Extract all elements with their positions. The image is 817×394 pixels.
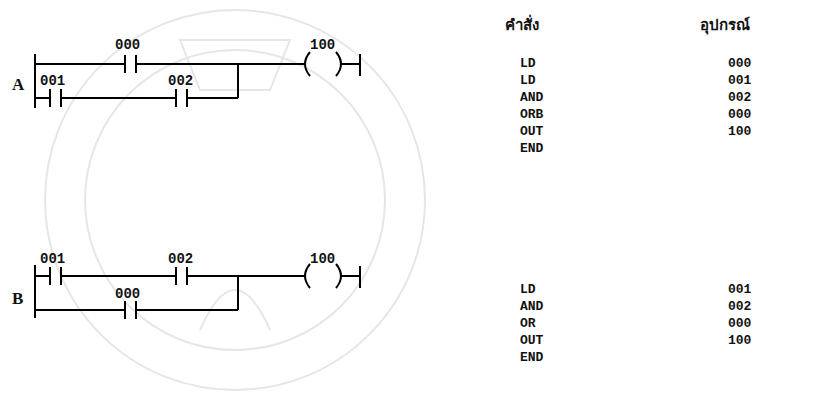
device-number: 001 [728,74,751,87]
contact-label: 001 [40,252,65,266]
instruction: LD [520,283,536,296]
instruction: AND [520,300,543,313]
column-header: คำสั่ง [505,18,539,33]
coil-label: 100 [310,252,335,266]
instruction: OUT [520,125,543,138]
device-number: 002 [728,91,751,104]
instruction: ORB [520,108,543,121]
contact-label: 000 [115,38,140,52]
instruction: END [520,142,543,155]
device-number: 100 [728,334,751,347]
instruction: AND [520,91,543,104]
device-number: 001 [728,283,751,296]
device-number: 100 [728,125,751,138]
device-number: 002 [728,300,751,313]
coil-label: 100 [310,38,335,52]
contact-label: 002 [168,252,193,266]
instruction: OUT [520,334,543,347]
contact-label: 001 [40,74,65,88]
device-number: 000 [728,317,751,330]
column-header: อุปกรณ์ [700,18,750,33]
contact-label: 002 [168,74,193,88]
diagram-letter: A [12,76,24,93]
device-number: 000 [728,57,751,70]
instruction: LD [520,74,536,87]
contact-label: 000 [115,287,140,301]
instruction: LD [520,57,536,70]
diagram-letter: B [12,290,23,307]
watermark-seal [45,10,425,390]
instruction: END [520,351,543,364]
device-number: 000 [728,108,751,121]
instruction: OR [520,317,536,330]
